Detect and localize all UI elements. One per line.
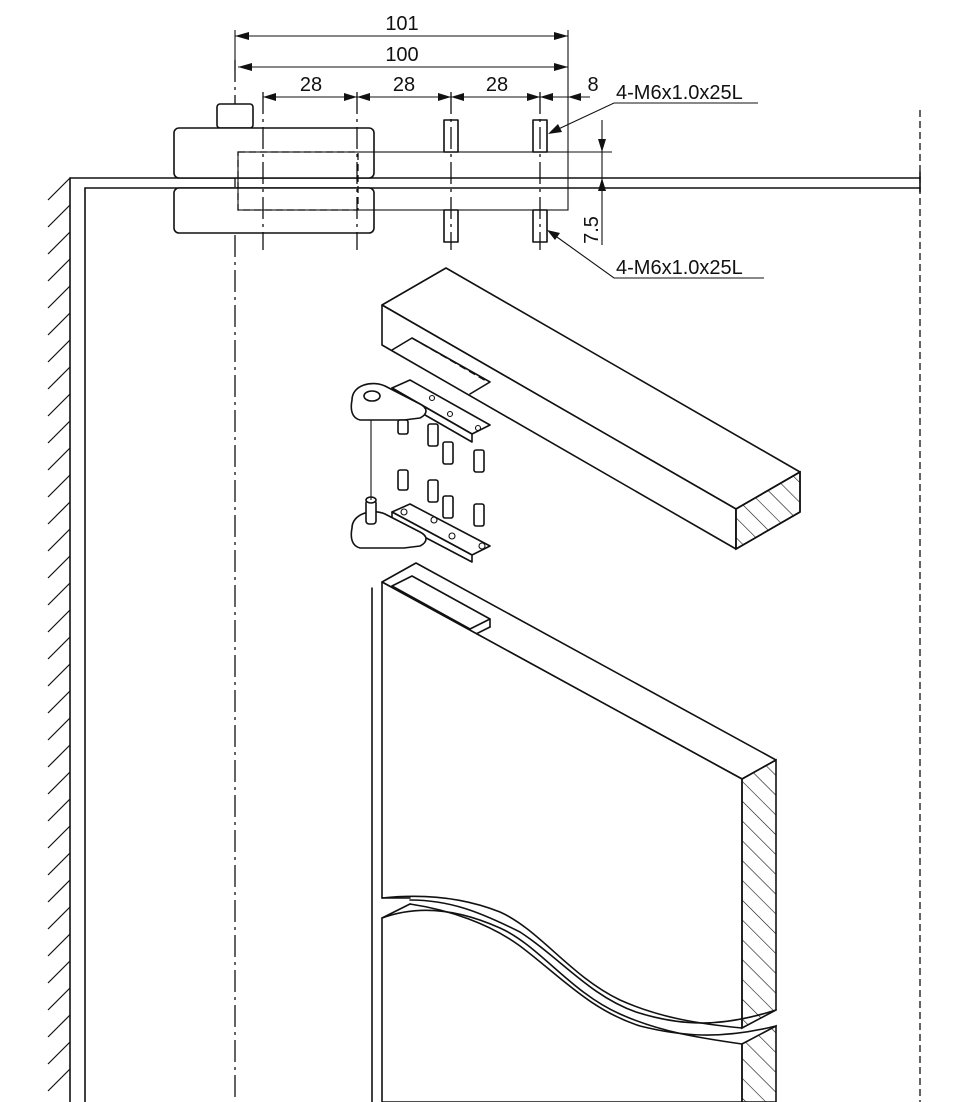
- top-screw-callout: 4-M6x1.0x25L: [616, 82, 743, 104]
- dimension-labels: 101 100 28 28 28 8 7.5 4-M6x1.0x25L 4-M6…: [300, 13, 743, 279]
- bottom-pivot-hinge: [350, 420, 491, 563]
- dim-100-label: 100: [385, 44, 418, 66]
- top-pivot-hinge: [350, 379, 491, 473]
- dim-28-label-1: 28: [300, 74, 322, 96]
- dimension-lines: [234, 30, 764, 279]
- bottom-screw-callout: 4-M6x1.0x25L: [616, 257, 743, 279]
- dim-8-label: 8: [587, 74, 598, 96]
- wall: [47, 177, 86, 1102]
- dim-28-label-3: 28: [486, 74, 508, 96]
- dim-28-label-2: 28: [393, 74, 415, 96]
- door-panel: [371, 562, 777, 1102]
- dim-7-5-label: 7.5: [581, 216, 603, 244]
- wall-hatching: [47, 177, 71, 1092]
- hinge-plan-view: [173, 92, 569, 250]
- header-beam: [381, 267, 801, 551]
- dim-101-label: 101: [385, 13, 418, 35]
